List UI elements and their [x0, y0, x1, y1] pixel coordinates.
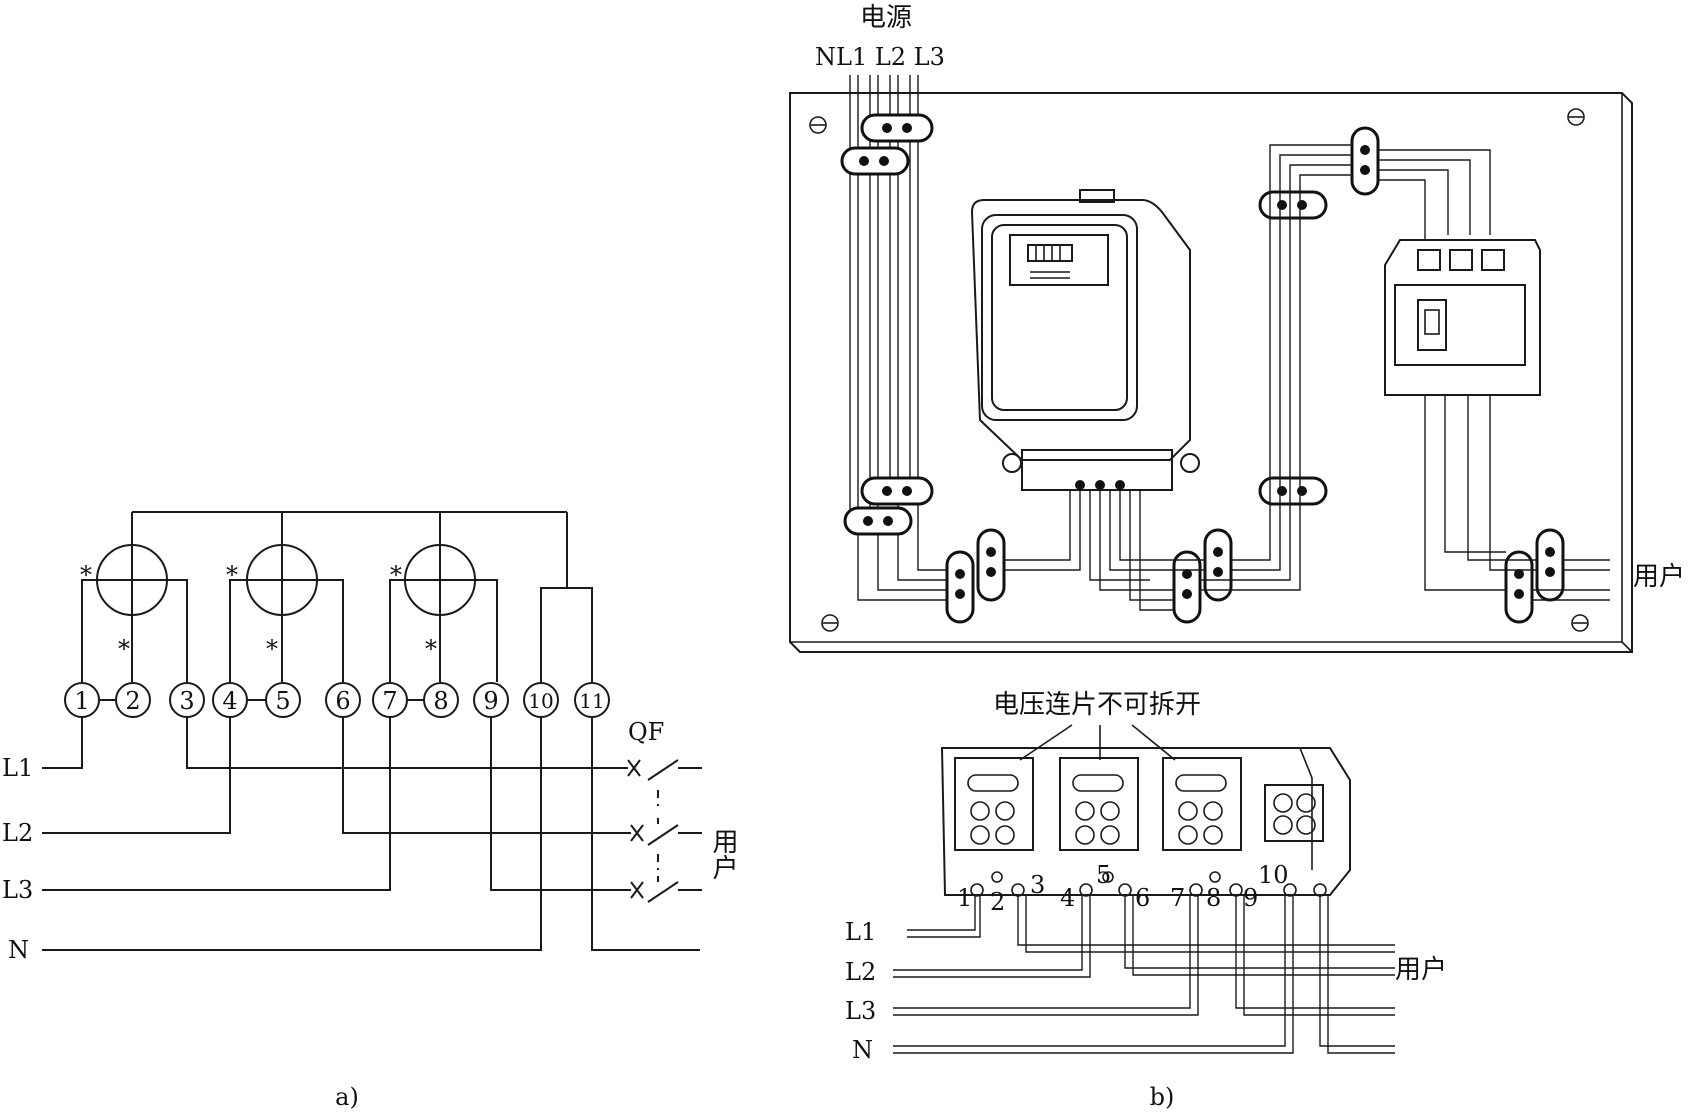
wire-clamps: [840, 113, 1565, 624]
breaker-label: QF: [628, 718, 664, 746]
terminal-label: 10: [528, 689, 553, 713]
svg-text:*: *: [226, 561, 238, 589]
line-label-l3: L3: [2, 876, 33, 904]
terminal-2: [115, 682, 151, 718]
terminal-label: 4: [222, 687, 237, 715]
tb-line-label-l2: L2: [845, 958, 876, 986]
panel-b: 电源 NL1 L2 L3: [789, 3, 1685, 1111]
tb-terminal-label: 6: [1135, 884, 1150, 912]
line-label-l2: L2: [2, 819, 33, 847]
tb-line-label-l1: L1: [845, 918, 876, 946]
tb-terminal-label: 5: [1096, 861, 1111, 889]
user-label-b: 用户: [1633, 562, 1685, 592]
voltage-links: [954, 757, 1324, 851]
svg-text:*: *: [80, 561, 92, 589]
circuit-breaker: [1384, 239, 1541, 396]
line-label-l1: L1: [2, 754, 33, 782]
energy-meter: [970, 189, 1200, 491]
schematic-a: 1 2 3 4 5 6 7 8 9 10 11 * * * * * *: [2, 511, 738, 1111]
terminal-label: 8: [433, 687, 448, 715]
svg-text:*: *: [390, 561, 402, 589]
terminal-block-body: [940, 747, 1351, 896]
terminal-label: 2: [125, 687, 140, 715]
terminal-label: 9: [483, 687, 498, 715]
terminal-label: 1: [74, 687, 89, 715]
meter-wires: [1004, 144, 1610, 611]
tb-terminal-label: 3: [1030, 871, 1045, 899]
terminal-label: 7: [382, 687, 397, 715]
tb-terminal-label: 10: [1258, 861, 1289, 889]
board-screws: [809, 108, 1589, 632]
caption-b: b): [1150, 1083, 1175, 1111]
terminal-block: 电压连片不可拆开: [845, 690, 1447, 1064]
user-label-a: 用户: [708, 828, 738, 880]
voltage-link-note: 电压连片不可拆开: [993, 690, 1201, 720]
source-lines-label: NL1 L2 L3: [815, 43, 945, 71]
svg-text:*: *: [425, 635, 437, 663]
tb-terminal-label: 8: [1206, 884, 1221, 912]
terminal-5: [265, 682, 301, 718]
terminal-label: 5: [275, 687, 290, 715]
source-label: 电源: [860, 3, 912, 33]
tb-terminal-label: 4: [1060, 884, 1075, 912]
terminal-8: [423, 682, 459, 718]
tb-line-label-l3: L3: [845, 997, 876, 1025]
tb-terminal-label: 1: [957, 884, 972, 912]
polarity-marks: * * * * * *: [80, 561, 437, 663]
terminal-label: 6: [335, 687, 350, 715]
tb-terminal-label: 9: [1243, 884, 1258, 912]
svg-text:*: *: [118, 635, 130, 663]
terminal-label: 3: [179, 687, 194, 715]
svg-text:*: *: [266, 635, 278, 663]
tb-user-label: 用户: [1395, 955, 1447, 985]
line-label-n: N: [8, 936, 29, 964]
breaker-qf: [627, 759, 702, 903]
caption-a: a): [335, 1083, 359, 1111]
tb-terminal-label: 2: [990, 888, 1005, 916]
tb-terminal-label: 7: [1170, 884, 1185, 912]
terminal-wires: [893, 896, 1395, 1054]
terminal-label: 11: [579, 689, 604, 713]
tb-line-label-n: N: [852, 1036, 873, 1064]
